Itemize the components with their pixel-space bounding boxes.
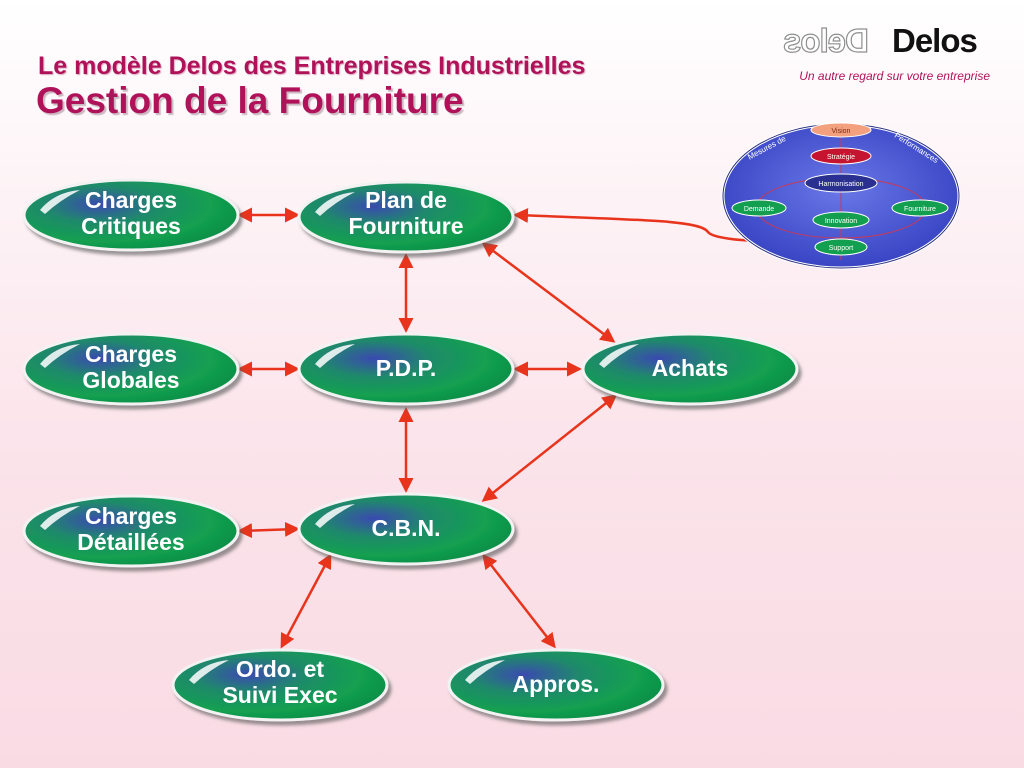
model-harmonisation-pill: Harmonisation [804, 173, 878, 193]
arrow-achats-cbn [481, 394, 618, 502]
svg-text:Fourniture: Fourniture [904, 206, 936, 213]
svg-text:Stratégie: Stratégie [827, 154, 855, 161]
node-appros: Appros. [447, 648, 665, 722]
node-ordo-suivi: Ordo. et Suivi Exec [171, 648, 389, 722]
node-label: Fourniture [349, 213, 464, 239]
arrow-plan-achats [481, 242, 616, 343]
node-charges-globales: Charges Globales [22, 332, 240, 406]
node-label: Appros. [513, 671, 600, 697]
logo-tagline: Un autre regard sur votre entreprise [799, 69, 990, 83]
model-support-pill: Support [814, 238, 868, 256]
node-cbn: C.B.N. [297, 492, 515, 566]
model-demande-pill: Demande [731, 199, 787, 217]
svg-text:Vision: Vision [832, 128, 851, 135]
node-label: P.D.P. [376, 355, 437, 381]
arrow-detaillees-cbn [237, 521, 300, 539]
node-plan-fourniture: Plan de Fourniture [297, 180, 515, 254]
arrow-cbn-appros [482, 553, 556, 649]
node-achats: Achats [581, 332, 799, 406]
model-innovation-pill: Innovation [812, 211, 870, 229]
node-label: Globales [82, 367, 179, 393]
svg-text:Harmonisation: Harmonisation [818, 181, 863, 188]
slide-title: Gestion de la Fourniture [36, 80, 464, 121]
delos-logo: Delos Delos [783, 21, 1004, 62]
node-label: Charges [85, 341, 177, 367]
node-label: Suivi Exec [222, 682, 337, 708]
svg-text:Innovation: Innovation [825, 218, 857, 225]
arrow-cbn-ordo [280, 553, 332, 649]
node-charges-detaillees: Charges Détaillées [22, 494, 240, 568]
delos-model-thumbnail: Mesures de Performances Vision Stratégie… [721, 122, 961, 270]
node-label: Achats [652, 355, 729, 381]
node-label: Charges [85, 187, 177, 213]
connector-arrows [237, 207, 921, 649]
node-label: Détaillées [77, 529, 184, 555]
node-label: Plan de [365, 187, 447, 213]
node-label: Charges [85, 503, 177, 529]
model-strategie-pill: Stratégie [810, 147, 872, 165]
slide-subtitle: Le modèle Delos des Entreprises Industri… [38, 52, 586, 80]
node-pdp: P.D.P. [297, 332, 515, 406]
model-vision-pill: Vision [810, 122, 872, 138]
svg-text:Demande: Demande [744, 206, 774, 213]
logo-text: Delos [892, 22, 978, 59]
node-label: Critiques [81, 213, 181, 239]
node-label: C.B.N. [372, 515, 441, 541]
node-charges-critiques: Charges Critiques [22, 178, 240, 252]
svg-text:Support: Support [829, 245, 854, 252]
model-fourniture-pill: Fourniture [891, 199, 949, 217]
node-label: Ordo. et [236, 656, 325, 682]
